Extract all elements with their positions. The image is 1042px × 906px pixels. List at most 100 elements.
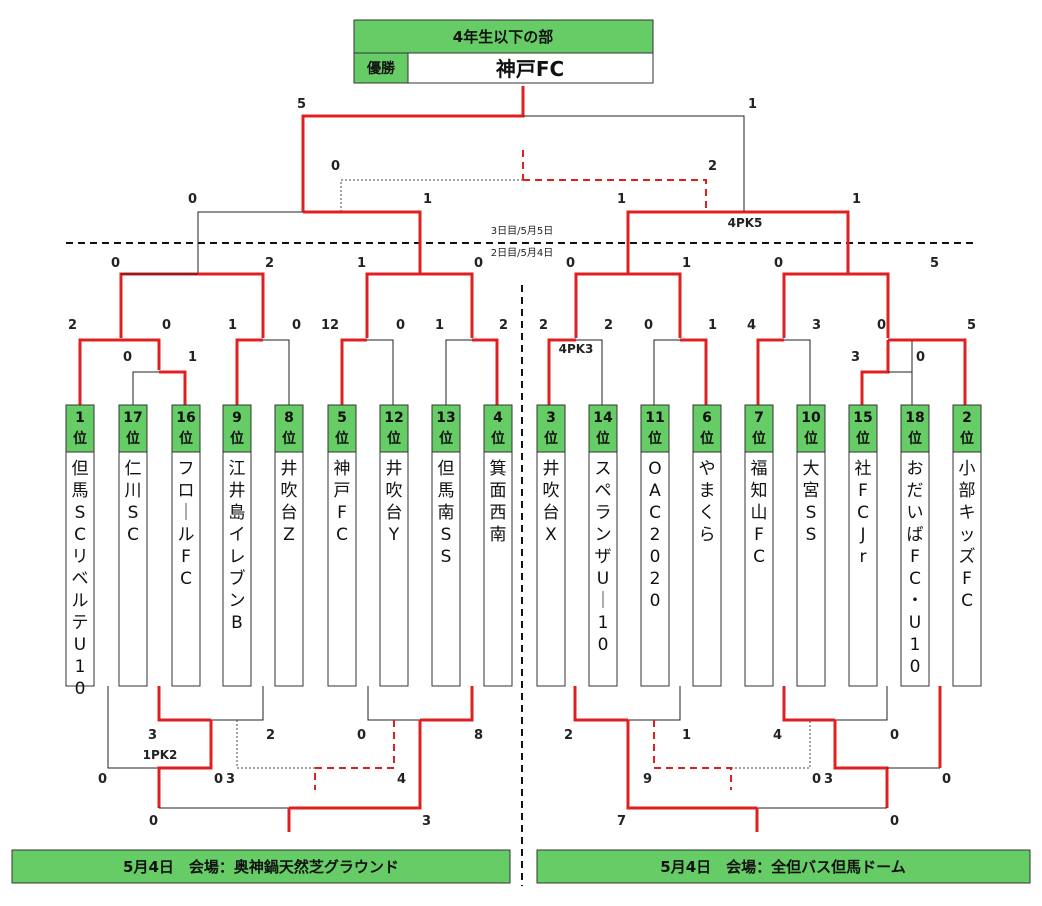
- team-name-box: [536, 451, 566, 687]
- team-name-box: [171, 451, 201, 687]
- team-rank-suffix: 位: [73, 430, 87, 447]
- team-rank: 8: [284, 410, 294, 426]
- lower-bracket-lines: [107, 686, 942, 832]
- team-rank: 17: [123, 410, 142, 426]
- score-cr-b-right: 0: [890, 728, 899, 743]
- score-third-right: 2: [708, 159, 717, 174]
- team-rank: 7: [754, 410, 764, 426]
- winner-label: 優勝: [366, 60, 396, 77]
- score-r2-4-left: 1: [435, 318, 444, 333]
- score-r2-1-left: 2: [68, 318, 77, 333]
- lower-scores: 3 2 0 8 1PK2 0 0 3 4 0 3 2 1 4 0 9 0 3 0…: [98, 728, 951, 829]
- team-rank-suffix: 位: [700, 430, 714, 447]
- score-final-left: 5: [297, 97, 306, 112]
- team-name: やまくら: [699, 459, 716, 545]
- team-rank-suffix: 位: [387, 430, 401, 447]
- score-r1-r-right: 0: [916, 350, 925, 365]
- score-cl-c-left: 0: [98, 772, 107, 787]
- score-r2-7-left: 4: [747, 318, 756, 333]
- third-place-right-line: [523, 179, 707, 212]
- title-box: [353, 19, 654, 54]
- score-r2-8-left: 0: [877, 318, 886, 333]
- score-sf-l-right: 1: [423, 192, 432, 207]
- qf1-line: [119, 272, 265, 338]
- score-cr-e-left: 7: [617, 814, 626, 829]
- team-rank: 3: [546, 410, 556, 426]
- team-rank-suffix: 位: [282, 430, 296, 447]
- score-r2-4-right: 2: [499, 318, 508, 333]
- venue-left-box: [11, 849, 511, 884]
- rank-box: [171, 404, 201, 453]
- team-rank: 9: [232, 410, 242, 426]
- team-rank-suffix: 位: [648, 430, 662, 447]
- score-sf-r-right: 1: [852, 192, 861, 207]
- pk-r2-5: 4PK3: [559, 342, 594, 356]
- team-rank: 6: [702, 410, 712, 426]
- team-rank-suffix: 位: [804, 430, 818, 447]
- score-r1-l-right: 1: [188, 350, 197, 365]
- team-rank: 13: [436, 410, 455, 426]
- score-cl-a-right: 2: [266, 728, 275, 743]
- team-name-box: [848, 451, 878, 687]
- score-r2-2-right: 0: [292, 318, 301, 333]
- team-rank-suffix: 位: [491, 430, 505, 447]
- upper-scores: 5 1 0 2 0 1 1 1 4PK5 0 2 1 0 0 1 0 5 2 0…: [68, 97, 976, 365]
- score-cr-a-left: 2: [564, 728, 573, 743]
- score-r2-3-right: 0: [396, 318, 405, 333]
- day-label-lower: 2日目/5月4日: [491, 247, 553, 259]
- rank-box: [588, 404, 618, 453]
- qf2-line: [365, 272, 474, 338]
- score-final-right: 1: [748, 97, 757, 112]
- team-name-box: [65, 451, 95, 687]
- score-r2-8-right: 5: [967, 318, 976, 333]
- team-name-box: [640, 451, 670, 687]
- upper-bracket-lines: [78, 86, 967, 405]
- score-qf1-left: 0: [111, 256, 120, 271]
- score-cl-b-left: 0: [357, 728, 366, 743]
- score-r1-r-left: 3: [851, 350, 860, 365]
- team-rank: 14: [593, 410, 613, 426]
- team-rank: 5: [337, 410, 347, 426]
- rank-box: [692, 404, 722, 453]
- score-r2-5-left: 2: [539, 318, 548, 333]
- day-label-upper: 3日目/5月5日: [491, 225, 553, 237]
- team-rank-suffix: 位: [126, 430, 140, 447]
- winner-team: 神戸FC: [496, 57, 564, 81]
- team-rank-suffix: 位: [544, 430, 558, 447]
- team-name-box: [274, 451, 304, 687]
- rank-box: [640, 404, 670, 453]
- score-qf3-right: 1: [682, 256, 691, 271]
- rank-box: [379, 404, 409, 453]
- third-place-left-line: [340, 179, 523, 212]
- bracket-title: 4年生以下の部: [453, 28, 553, 46]
- team-rank: 12: [384, 410, 403, 426]
- qf4-line: [782, 272, 890, 338]
- score-third-left: 0: [331, 159, 340, 174]
- score-cr-b-left: 4: [773, 728, 782, 743]
- team-rank: 15: [853, 410, 872, 426]
- score-r2-1-right: 0: [162, 318, 171, 333]
- team-rank-suffix: 位: [179, 430, 193, 447]
- score-r2-7-right: 3: [812, 318, 821, 333]
- team-name-box: [327, 451, 357, 687]
- score-cl-e-right: 3: [422, 814, 431, 829]
- pk-cl-c: 1PK2: [143, 748, 178, 762]
- score-cr-d-left: 3: [824, 772, 833, 787]
